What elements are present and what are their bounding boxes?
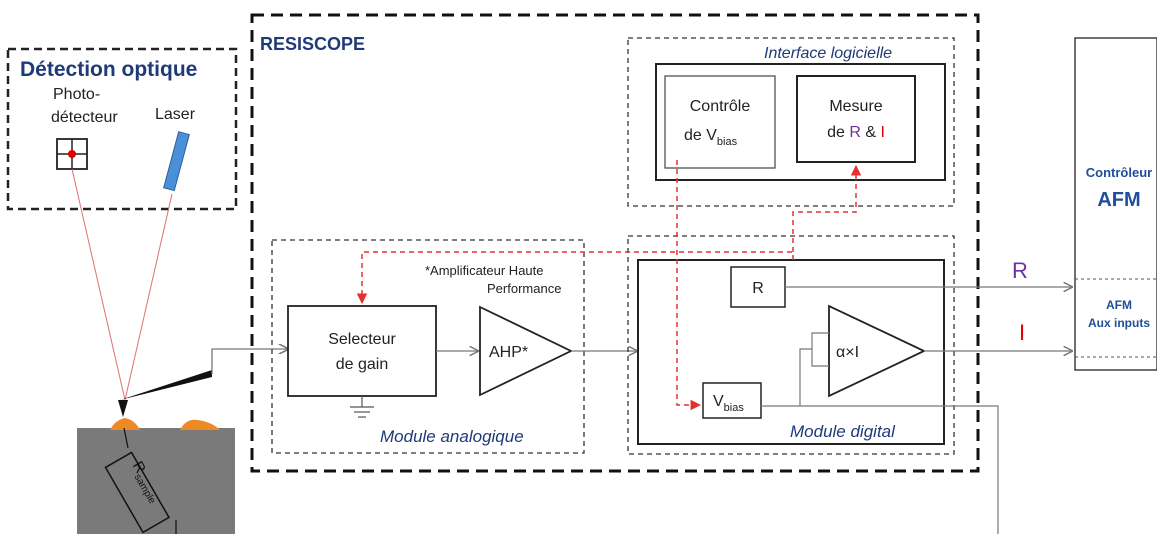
- r-output-box: [730, 266, 786, 308]
- vbias-label: Vbias: [713, 393, 744, 414]
- module-analogique-box: [271, 239, 585, 454]
- module-digital-box: [627, 235, 955, 455]
- aux-inputs-label-line2: Aux inputs: [1088, 316, 1150, 330]
- orange-bump: [110, 418, 220, 430]
- afm-controller-title-line1: Contrôleur: [1086, 165, 1152, 180]
- r-output-label: R: [752, 280, 764, 297]
- selecteur-gain-box: [287, 305, 437, 397]
- controle-vbias-box: [664, 75, 776, 169]
- optical-detection-title: Détection optique: [20, 58, 197, 81]
- selecteur-gain-label-line1: Selecteur: [328, 331, 396, 348]
- module-analogique-title: Module analogique: [380, 427, 524, 446]
- mesure-label-line1: Mesure: [829, 98, 882, 115]
- alpha-amplifier-label: α×I: [836, 344, 859, 361]
- cantilever-icon: [118, 349, 288, 417]
- mesure-box: [796, 75, 916, 163]
- ahp-note-line1: *Amplificateur Haute: [425, 263, 544, 278]
- ground-icon: [350, 396, 374, 418]
- controle-vbias-label-line2: de Vbias: [684, 127, 738, 148]
- digital-inner-box: [637, 259, 945, 445]
- photodetector-icon: [56, 138, 88, 170]
- mesure-label-line2: de R & I: [827, 124, 885, 141]
- r-signal-label: R: [1012, 258, 1028, 283]
- ahp-amplifier: [479, 305, 574, 397]
- module-digital-title: Module digital: [790, 422, 896, 441]
- aux-inputs-label-line1: AFM: [1106, 298, 1132, 312]
- photodetector-label-line2: détecteur: [51, 109, 118, 126]
- interface-logicielle-title: Interface logicielle: [764, 45, 892, 62]
- interface-logicielle-box: [627, 37, 955, 207]
- afm-controller-box: [1074, 37, 1157, 371]
- vbias-box: [702, 382, 762, 419]
- i-signal-label: I: [1019, 320, 1025, 345]
- optical-detection-box: [6, 47, 238, 211]
- resiscope-title: RESISCOPE: [260, 34, 365, 54]
- ahp-note-line2: Performance: [487, 281, 561, 296]
- control-dashed-lines: [356, 160, 862, 411]
- vbias-output-line: [761, 405, 999, 534]
- laser-label: Laser: [155, 106, 196, 123]
- interface-inner-box: [655, 63, 946, 181]
- alpha-amplifier: [828, 304, 927, 398]
- controle-vbias-label-line1: Contrôle: [690, 98, 751, 115]
- laser-icon: [163, 131, 190, 192]
- afm-controller-title-line2: AFM: [1097, 189, 1140, 211]
- laser-beam: [71, 168, 173, 401]
- amplifier-input-lines: [799, 332, 829, 406]
- photodetector-label-line1: Photo-: [53, 86, 100, 103]
- resiscope-box: [250, 13, 980, 473]
- selecteur-gain-label-line2: de gain: [336, 356, 389, 373]
- ahp-label: AHP*: [489, 344, 528, 361]
- sample-block: [77, 428, 235, 534]
- sample-resistor: [104, 427, 177, 534]
